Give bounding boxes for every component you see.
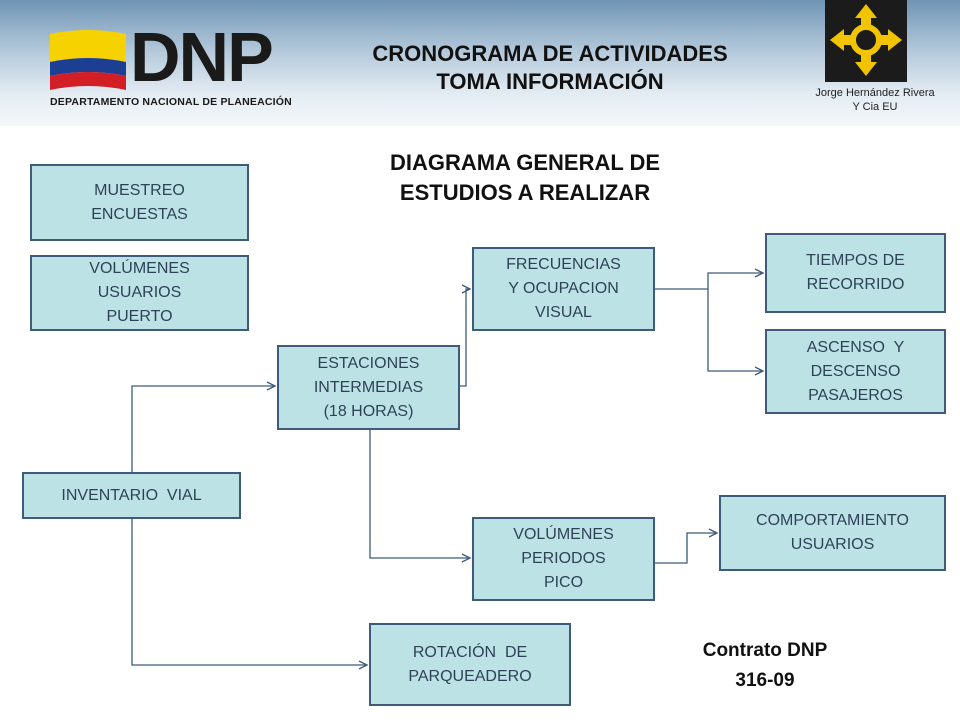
connector-estaciones-frecuencias (460, 289, 470, 387)
node-label-line: ESTACIONES (317, 354, 420, 372)
node-label-line: PICO (543, 574, 584, 591)
page-title-line1: CRONOGRAMA DE ACTIVIDADES (372, 41, 728, 66)
node-tiempos-recorrido: TIEMPOS DE RECORRIDO (765, 233, 946, 313)
node-label-line: VOLÚMENES (89, 260, 190, 277)
node-label-line: DESCENSO (810, 362, 901, 380)
node-label-line: PERIODOS (521, 550, 606, 567)
node-label-line: FRECUENCIAS (506, 256, 621, 273)
header-band: DNP DEPARTAMENTO NACIONAL DE PLANEACIÓN … (0, 0, 960, 126)
colombia-flag-icon (50, 30, 126, 90)
page-title-line2: TOMA INFORMACIÓN (436, 69, 664, 94)
node-volumenes-usuarios-puerto: VOLÚMENES USUARIOS PUERTO (30, 255, 249, 331)
node-label-line: ROTACIÓN DE (412, 643, 528, 661)
node-label-line: TIEMPOS DE (806, 252, 905, 269)
node-label-line: Y OCUPACION (508, 280, 619, 297)
contract-label: Contrato DNP 316-09 (670, 636, 860, 696)
company-logo-icon (825, 0, 907, 82)
roundabout-arrows-icon (830, 4, 902, 76)
node-label-line: VOLÚMENES (513, 526, 614, 543)
node-label-line: USUARIOS (97, 284, 182, 301)
node-rotacion-parqueadero: ROTACIÓN DE PARQUEADERO (369, 623, 571, 706)
node-label-line: INTERMEDIAS (313, 378, 424, 396)
node-label-line: (18 HORAS) (323, 402, 414, 420)
contract-label-line1: Contrato DNP (702, 640, 828, 661)
node-muestreo-encuestas: MUESTREO ENCUESTAS (30, 164, 249, 241)
connector-frecuencias-ascenso (707, 289, 763, 371)
connector-frecuencias-tiempos (655, 273, 763, 290)
node-label-line: USUARIOS (790, 536, 875, 553)
company-name-line2: Y Cia EU (852, 101, 898, 113)
company-name-line1: Jorge Hernández Rivera (815, 87, 935, 99)
connector-inventario-estaciones (131, 386, 275, 472)
node-label-line: RECORRIDO (806, 276, 905, 293)
dnp-logo-text: DNP (130, 18, 274, 96)
node-label-line: PASAJEROS (808, 386, 903, 404)
node-volumenes-periodos-pico: VOLÚMENES PERIODOS PICO (472, 517, 655, 601)
connector-inventario-rotacion (131, 518, 367, 665)
node-frecuencias-ocupacion: FRECUENCIAS Y OCUPACION VISUAL (472, 247, 655, 331)
node-label-line: INVENTARIO VIAL (61, 486, 202, 504)
node-label-line: PUERTO (106, 308, 173, 325)
contract-label-line2: 316-09 (735, 670, 795, 691)
dnp-logo-subtitle: DEPARTAMENTO NACIONAL DE PLANEACIÓN (50, 96, 292, 108)
node-inventario-vial: INVENTARIO VIAL (22, 472, 241, 519)
node-label-line: PARQUEADERO (408, 667, 532, 685)
page-title: CRONOGRAMA DE ACTIVIDADES TOMA INFORMACI… (300, 40, 800, 96)
node-ascenso-descenso: ASCENSO Y DESCENSO PASAJEROS (765, 329, 946, 414)
company-name: Jorge Hernández Rivera Y Cia EU (790, 86, 960, 114)
node-label-line: ASCENSO Y (806, 338, 905, 356)
connector-volumenes-pico-comportamiento (655, 533, 717, 564)
node-label-line: VISUAL (535, 304, 592, 321)
diagram-title-line2: ESTUDIOS A REALIZAR (399, 180, 651, 205)
node-label-line: MUESTREO (94, 181, 185, 199)
node-label-line: COMPORTAMIENTO (756, 512, 909, 529)
node-comportamiento-usuarios: COMPORTAMIENTO USUARIOS (719, 495, 946, 571)
diagram-title: DIAGRAMA GENERAL DE ESTUDIOS A REALIZAR (330, 148, 720, 208)
node-estaciones-intermedias: ESTACIONES INTERMEDIAS (18 HORAS) (277, 345, 460, 430)
diagram-title-line1: DIAGRAMA GENERAL DE (389, 150, 661, 175)
connector-estaciones-volumenes-pico (369, 430, 470, 558)
node-label-line: ENCUESTAS (91, 205, 188, 223)
